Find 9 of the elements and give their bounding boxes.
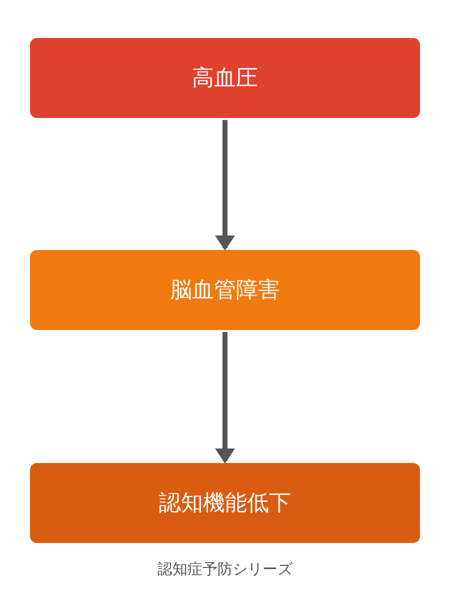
process-box [30, 463, 420, 543]
arrow [215, 332, 235, 464]
node-label: 脳血管障害 [170, 277, 280, 305]
process-box [30, 38, 420, 118]
caption: 認知症予防シリーズ [156, 560, 294, 579]
arrow [215, 120, 235, 250]
process-box [30, 250, 420, 330]
node-label: 認知機能低下 [159, 490, 291, 518]
node-label: 高血圧 [192, 65, 258, 93]
